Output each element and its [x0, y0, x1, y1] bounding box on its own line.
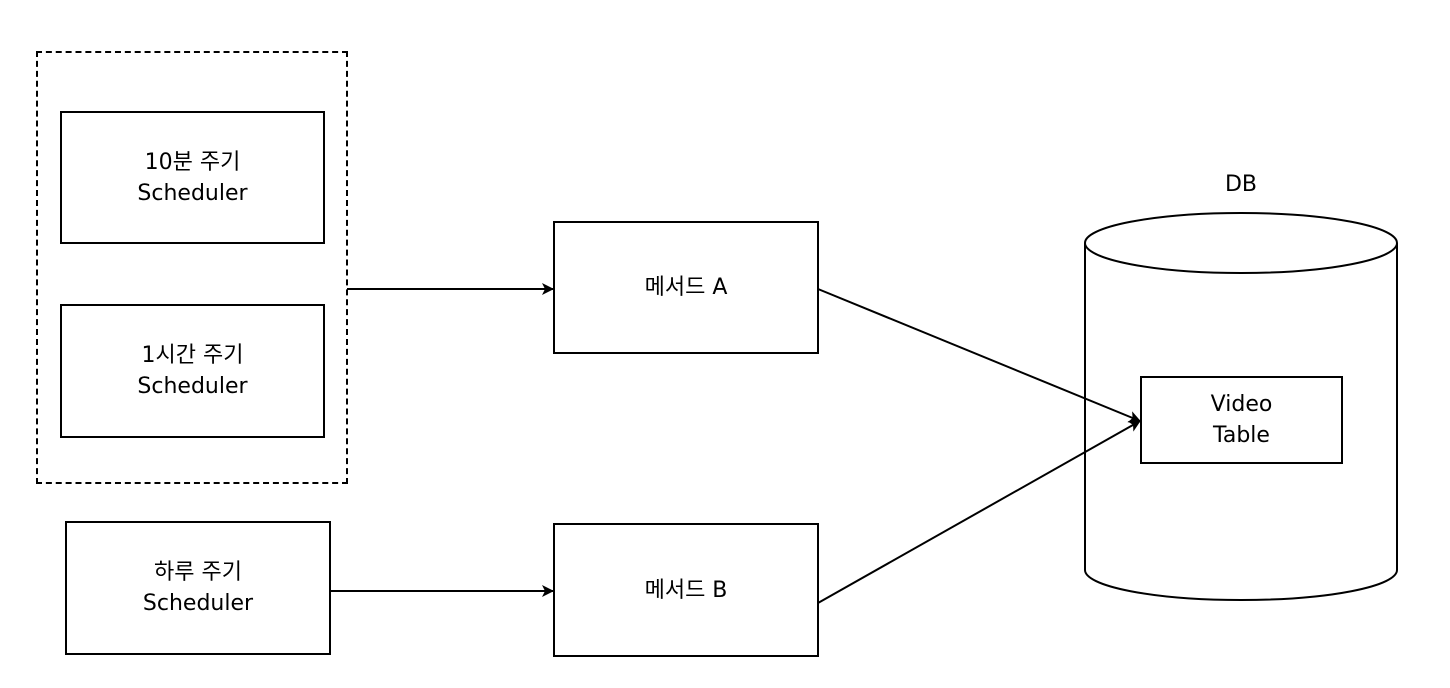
- video-table-subtitle: Table: [1213, 423, 1270, 448]
- method-a-label: 메서드 A: [644, 275, 728, 300]
- scheduler-1hour-box: 1시간 주기 Scheduler: [60, 304, 325, 438]
- scheduler-1hour-subtitle: Scheduler: [137, 374, 248, 399]
- scheduler-daily-box: 하루 주기 Scheduler: [65, 521, 331, 655]
- scheduler-daily-subtitle: Scheduler: [142, 591, 254, 616]
- scheduler-1hour-title: 1시간 주기: [141, 343, 244, 368]
- method-a-box: 메서드 A: [553, 221, 819, 354]
- video-table-title: Video: [1210, 392, 1273, 417]
- scheduler-10min-subtitle: Scheduler: [137, 180, 248, 206]
- video-table-box: Video Table: [1140, 376, 1343, 464]
- scheduler-10min-title: 10분 주기: [144, 149, 241, 175]
- edge-method-b-to-video-table: [817, 420, 1141, 604]
- method-b-label: 메서드 B: [644, 577, 728, 603]
- db-cylinder-top: [1084, 212, 1398, 274]
- scheduler-daily-title: 하루 주기: [154, 560, 242, 585]
- scheduler-10min-box: 10분 주기 Scheduler: [60, 111, 325, 244]
- edge-method-a-to-video-table: [817, 288, 1141, 423]
- scheduler-group: [36, 51, 348, 484]
- method-b-box: 메서드 B: [553, 523, 819, 657]
- db-label: DB: [1224, 172, 1258, 197]
